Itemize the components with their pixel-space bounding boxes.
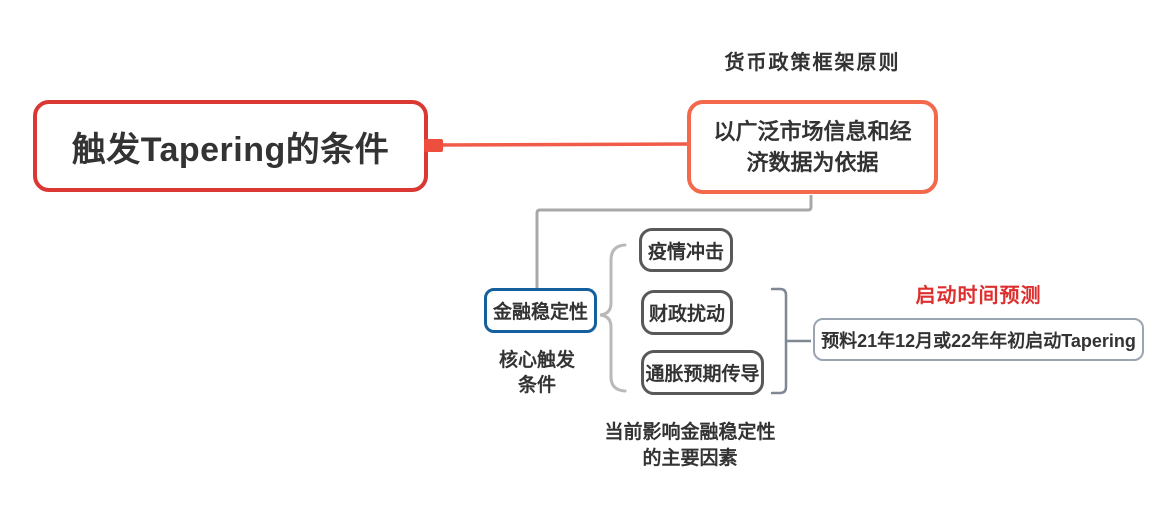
factor-box-pandemic[interactable]: 疫情冲击 (639, 228, 733, 272)
branch-line-root-principle (435, 142, 688, 147)
factors-brace (599, 243, 627, 393)
stability-caption: 核心触发 条件 (472, 348, 602, 398)
root-topic-box[interactable]: 触发Tapering的条件 (33, 100, 428, 192)
factor-label-pandemic: 疫情冲击 (647, 241, 724, 263)
factors-caption-line1: 当前影响金融稳定性 (604, 422, 776, 443)
factor-box-inflation[interactable]: 通胀预期传导 (641, 350, 764, 395)
stability-topic-label: 金融稳定性 (492, 302, 588, 323)
connector-principle-stability (535, 195, 813, 288)
principle-topic-line2: 济数据为依据 (746, 150, 879, 175)
stability-caption-line2: 条件 (517, 375, 556, 396)
stability-caption-line1: 核心触发 (498, 350, 575, 371)
prediction-topic-label: 预料21年12月或22年年初启动Tapering (821, 330, 1136, 351)
principle-topic-line1: 以广泛市场信息和经 (713, 119, 912, 144)
principle-label: 货币政策框架原则 (724, 52, 901, 74)
factor-label-fiscal: 财政扰动 (648, 304, 725, 325)
collapse-handle[interactable] (424, 139, 443, 152)
prediction-bracket (770, 287, 788, 395)
factors-caption-line2: 的主要因素 (642, 448, 738, 469)
factor-box-fiscal[interactable]: 财政扰动 (641, 290, 733, 335)
prediction-label: 启动时间预测 (915, 285, 1042, 307)
factor-label-inflation: 通胀预期传导 (645, 364, 760, 385)
prediction-topic-box[interactable]: 预料21年12月或22年年初启动Tapering (813, 318, 1144, 361)
stability-topic-box[interactable]: 金融稳定性 (484, 288, 597, 333)
factors-caption: 当前影响金融稳定性 的主要因素 (590, 420, 790, 472)
principle-topic-box[interactable]: 以广泛市场信息和经 济数据为依据 (687, 100, 938, 194)
principle-topic-text: 以广泛市场信息和经 济数据为依据 (713, 116, 911, 178)
root-topic-label: 触发Tapering的条件 (71, 130, 390, 169)
